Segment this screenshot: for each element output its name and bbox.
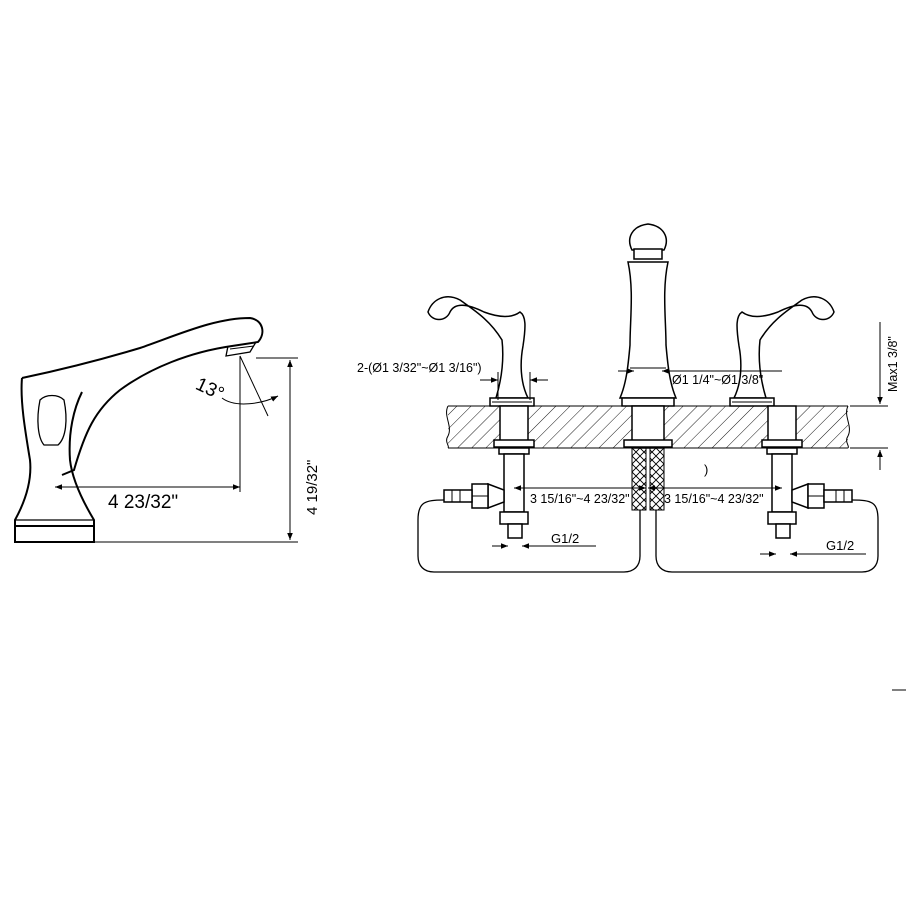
side-view-faucet-body <box>14 316 264 543</box>
spacing-dimensions: 3 15/16"~4 23/32" 3 15/16"~4 23/32" ) <box>514 462 782 506</box>
spout-hole-dimension: Ø1 1/4"~Ø1 3/8" <box>618 368 782 387</box>
left-handle <box>427 296 535 407</box>
deck-thickness-dimension: Max1 3/8" <box>850 322 900 470</box>
center-shank-and-hoses <box>623 405 673 511</box>
height-dimension: 4 19/32" <box>94 357 321 543</box>
left-spacing-label: 3 15/16"~4 23/32" <box>530 492 630 506</box>
angle-dimension: 13° <box>192 355 279 492</box>
left-valve <box>443 405 535 539</box>
reach-dimension: 4 23/32" <box>55 484 240 513</box>
center-spout <box>618 223 678 407</box>
side-view: 13° 4 23/32" 4 19/32" <box>14 316 321 543</box>
height-label: 4 19/32" <box>304 460 321 515</box>
angle-label: 13° <box>192 374 227 405</box>
handle-hole-dimension: 2-(Ø1 3/32"~Ø1 3/16") <box>357 361 548 400</box>
front-view: 2-(Ø1 3/32"~Ø1 3/16") Ø1 1/4"~Ø1 3/8" Ma… <box>357 223 900 573</box>
right-thread-label: G1/2 <box>826 538 854 553</box>
right-valve <box>761 405 853 539</box>
supply-hose-loops <box>417 499 879 573</box>
right-spacing-label: 3 15/16"~4 23/32" <box>664 492 764 506</box>
thread-dimensions: G1/2 G1/2 <box>492 531 866 557</box>
reach-label: 4 23/32" <box>108 492 178 513</box>
handle-hole-label: 2-(Ø1 3/32"~Ø1 3/16") <box>357 361 482 375</box>
deck-thickness-label: Max1 3/8" <box>886 336 900 392</box>
right-handle <box>729 296 835 407</box>
stray-mark: ) <box>704 462 708 477</box>
left-thread-label: G1/2 <box>551 531 579 546</box>
spout-hole-label: Ø1 1/4"~Ø1 3/8" <box>672 373 763 387</box>
